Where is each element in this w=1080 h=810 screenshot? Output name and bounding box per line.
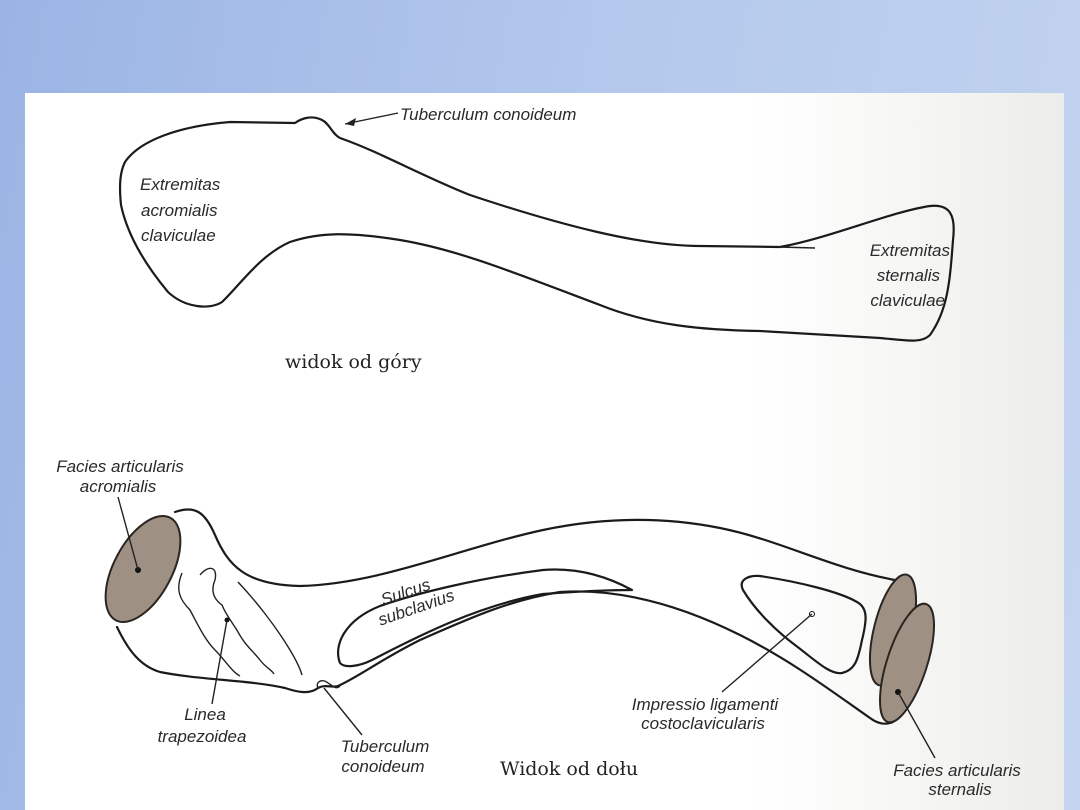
label-facies-sternalis-1: Facies articularis: [893, 761, 1021, 780]
pointer-dot: [809, 611, 815, 617]
linea-trapezoidea-lines: [178, 567, 303, 677]
sternal-line: [777, 246, 816, 249]
label-impressio-2: costoclavicularis: [641, 714, 765, 733]
label-extremitas-sternalis-1: Extremitas: [870, 241, 951, 260]
pointer-line-impressio: [721, 613, 813, 693]
impressio-outline: [740, 574, 867, 675]
label-extremitas-acromialis-1: Extremitas: [140, 175, 221, 194]
label-facies-acromialis-1: Facies articularis: [56, 457, 184, 476]
facies-acromialis-facet: [104, 515, 182, 623]
label-extremitas-sternalis-3: claviculae: [870, 291, 945, 310]
clavicle-top-outline: [118, 116, 955, 342]
label-facies-sternalis-2: sternalis: [928, 780, 992, 799]
label-facies-acromialis-2: acromialis: [80, 477, 157, 496]
label-extremitas-acromialis-2: acromialis: [141, 201, 218, 220]
label-tuberculum-bottom-1: Tuberculum: [341, 737, 430, 756]
arrowhead-icon: [345, 118, 356, 126]
clavicle-bottom-outline: [115, 508, 897, 725]
label-impressio-1: Impressio ligamenti: [632, 695, 780, 714]
label-extremitas-sternalis-2: sternalis: [877, 266, 941, 285]
label-linea-1: Linea: [184, 705, 226, 724]
label-linea-2: trapezoidea: [158, 727, 247, 746]
sulcus-subclavius-outline: [337, 568, 634, 668]
label-extremitas-acromialis-3: claviculae: [141, 226, 216, 245]
tuberculum-bump: [316, 680, 341, 689]
clavicle-top-view: Tuberculum conoideum Extremitas acromial…: [118, 105, 955, 373]
facies-sternalis-facets: [868, 573, 935, 724]
label-tuberculum-bottom-2: conoideum: [341, 757, 424, 776]
pointer-line-facies-acromialis: [117, 496, 139, 571]
pointer-line-linea: [211, 619, 228, 705]
caption-bottom-view: Widok od dołu: [500, 758, 638, 780]
pointer-line-facies-sternalis: [897, 691, 936, 759]
label-tuberculum-conoideum-top: Tuberculum conoideum: [400, 105, 576, 124]
clavicle-bottom-view: Facies articularis acromialis Linea trap…: [56, 457, 1021, 799]
pointer-line-tuberculum: [323, 687, 363, 736]
caption-top-view: widok od góry: [285, 351, 422, 373]
